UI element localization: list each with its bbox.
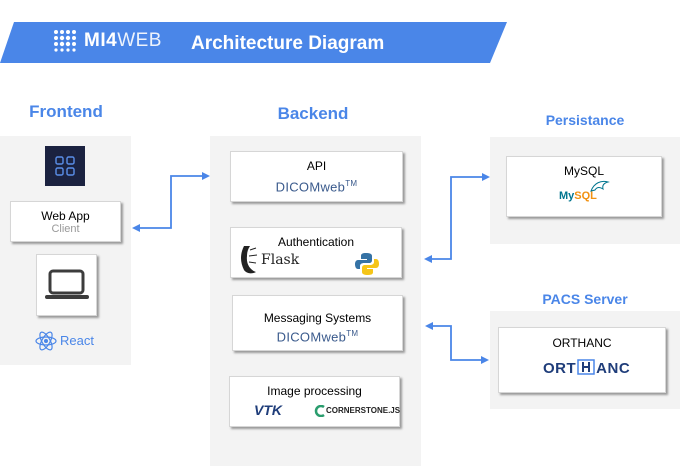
dolphin-icon bbox=[589, 179, 611, 198]
backend-persistance-arrow bbox=[424, 173, 490, 263]
backend-pacs-arrow bbox=[425, 322, 489, 364]
orthanc-h-icon bbox=[576, 359, 596, 375]
mysql-logo: MySQL bbox=[559, 190, 597, 202]
webapp-sub-label: Client bbox=[51, 223, 80, 235]
orthanc-label: ORTHANC bbox=[552, 336, 612, 350]
cornerstone-icon bbox=[314, 404, 326, 422]
messaging-card: Messaging Systems DICOMwebTM bbox=[232, 295, 403, 351]
backend-title: Backend bbox=[277, 104, 349, 123]
frontend-backend-arrow bbox=[132, 172, 210, 232]
messaging-dicomweb-logo: DICOMwebTM bbox=[276, 329, 359, 345]
laptop-card bbox=[36, 254, 97, 316]
vtk-logo: VTK bbox=[254, 402, 282, 418]
pacs-title: PACS Server bbox=[542, 291, 628, 307]
messaging-label: Messaging Systems bbox=[263, 311, 372, 325]
python-icon bbox=[355, 252, 379, 281]
mysql-card: MySQL MySQL bbox=[506, 156, 662, 217]
flask-label: Flask bbox=[261, 252, 300, 268]
api-card: API DICOMwebTM bbox=[230, 151, 403, 202]
auth-label: Authentication bbox=[277, 235, 355, 249]
react-logo-icon bbox=[35, 330, 57, 357]
react-label: React bbox=[60, 333, 94, 348]
persistance-title: Persistance bbox=[545, 112, 625, 128]
header-banner bbox=[0, 22, 507, 63]
flask-icon bbox=[238, 244, 260, 281]
frontend-title: Frontend bbox=[29, 102, 103, 121]
api-dicomweb-logo: DICOMwebTM bbox=[275, 179, 358, 195]
mysql-label: MySQL bbox=[563, 164, 604, 178]
mi4web-logo-icon bbox=[52, 28, 78, 57]
auth-card: Authentication Flask bbox=[230, 227, 402, 278]
image-processing-card: Image processing VTK CORNERSTONE.JS bbox=[229, 376, 400, 427]
webapp-label: Web App bbox=[41, 209, 90, 223]
api-label: API bbox=[306, 159, 327, 173]
cornerstone-logo: CORNERSTONE.JS bbox=[326, 406, 401, 415]
laptop-icon bbox=[43, 267, 91, 310]
image-processing-label: Image processing bbox=[267, 384, 362, 398]
mi4web-logo: MI4WEB bbox=[84, 30, 162, 51]
app-grid-icon bbox=[45, 146, 85, 186]
webapp-card: Web App Client bbox=[10, 201, 121, 242]
page-title: Architecture Diagram bbox=[191, 33, 385, 54]
